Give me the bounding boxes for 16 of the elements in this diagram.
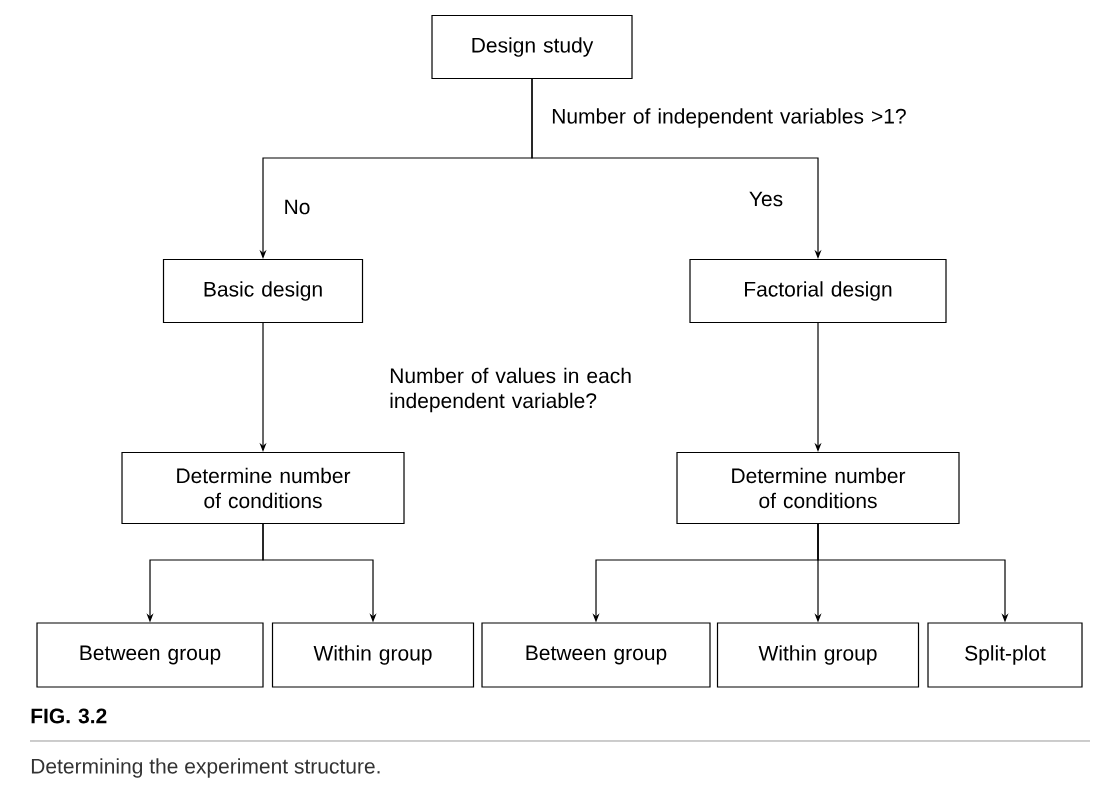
process-box: Between group	[481, 622, 711, 688]
process-box: Within group	[271, 622, 475, 688]
process-box: Factorial design	[689, 258, 947, 324]
process-box: Basic design	[162, 258, 364, 324]
figure-number: FIG. 3.2	[31, 708, 107, 724]
question-text: Number of values in each independent variable?	[390, 367, 631, 413]
process-box: Determine number of conditions	[121, 451, 405, 525]
process-box: Determine number of conditions	[676, 451, 960, 525]
process-box: Split-plot	[927, 622, 1083, 688]
edge-label: No	[285, 199, 310, 215]
process-box: Between group	[36, 622, 264, 688]
question-text: Number of independent variables >1?	[552, 108, 906, 128]
process-box: Within group	[716, 622, 920, 688]
caption: Determining the experiment structure.	[31, 758, 380, 778]
edge-label: Yes	[749, 191, 783, 207]
process-box: Design study	[431, 14, 633, 80]
